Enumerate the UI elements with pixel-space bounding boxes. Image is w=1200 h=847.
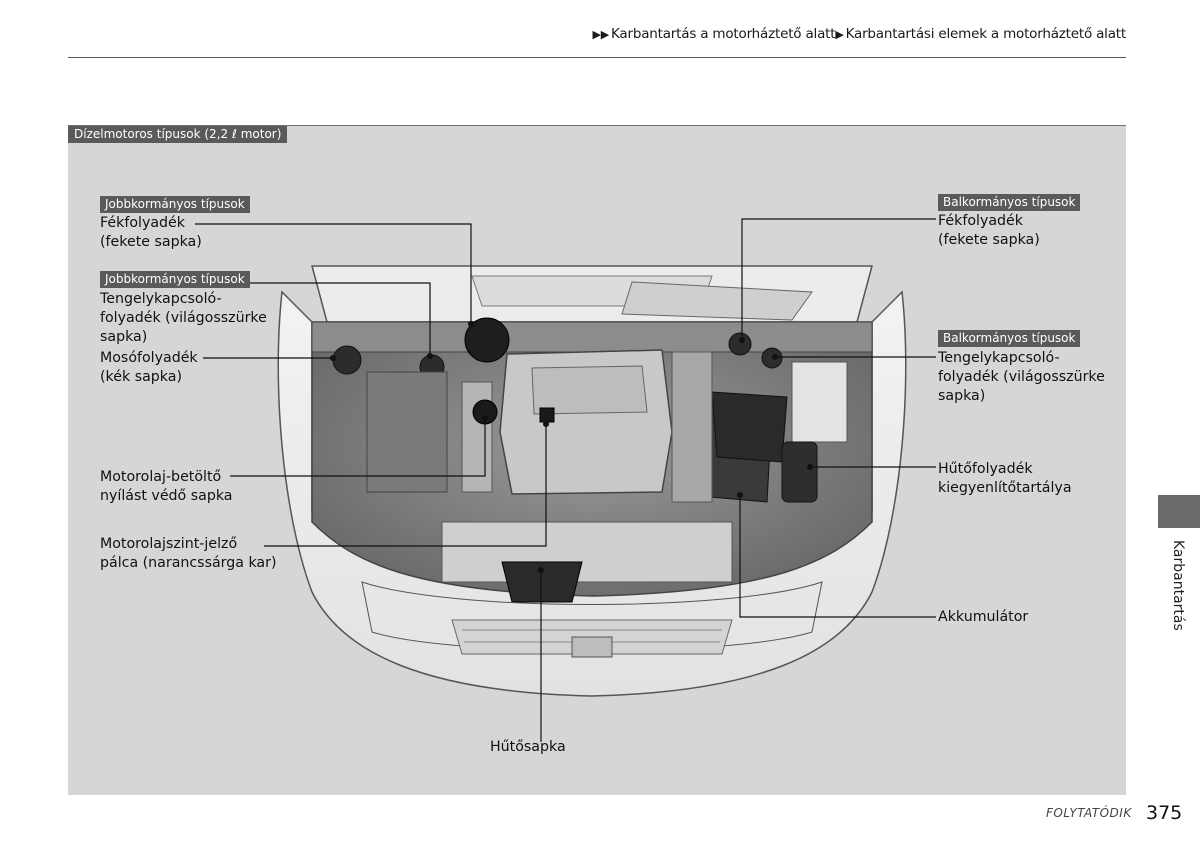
label-battery: Akkumulátor bbox=[938, 609, 1029, 625]
breadcrumb-item-maintenance-under-hood[interactable]: Karbantartás a motorháztető alatt bbox=[611, 26, 836, 42]
header-divider bbox=[68, 57, 1126, 58]
label-coolant-reservoir: Hűtőfolyadék kiegyenlítőtartálya bbox=[938, 460, 1072, 498]
label-line: kiegyenlítőtartálya bbox=[938, 480, 1072, 496]
label-line: Motorolajszint-jelző bbox=[100, 536, 238, 552]
engine-bay-illustration bbox=[277, 265, 907, 697]
label-line: Tengelykapcsoló- bbox=[938, 350, 1060, 366]
label-brake-fluid-left: Fékfolyadék (fekete sapka) bbox=[100, 214, 202, 252]
label-line: (kék sapka) bbox=[100, 369, 182, 385]
breadcrumb-item-maintenance-items[interactable]: Karbantartási elemek a motorháztető alat… bbox=[845, 26, 1127, 42]
label-line: folyadék (világosszürke bbox=[938, 369, 1105, 385]
arrow-right-icon: ▶ bbox=[835, 28, 844, 41]
label-line: Motorolaj-betöltő bbox=[100, 469, 222, 485]
label-clutch-fluid-left: Tengelykapcsoló- folyadék (világosszürke… bbox=[100, 290, 267, 347]
label-line: pálca (narancssárga kar) bbox=[100, 555, 277, 571]
label-line: (fekete sapka) bbox=[100, 234, 202, 250]
label-line: (fekete sapka) bbox=[938, 232, 1040, 248]
label-line: Hűtőfolyadék bbox=[938, 461, 1033, 477]
breadcrumb: ▶▶Karbantartás a motorháztető alatt▶Karb… bbox=[592, 26, 1126, 42]
label-washer-fluid: Mosófolyadék (kék sapka) bbox=[100, 349, 198, 387]
label-line: Fékfolyadék bbox=[100, 215, 185, 231]
continued-label: FOLYTATÓDIK bbox=[1046, 806, 1132, 820]
label-radiator-cap: Hűtősapka bbox=[490, 739, 566, 755]
label-line: sapka) bbox=[938, 388, 986, 404]
tag-rhd-clutch: Jobbkormányos típusok bbox=[100, 271, 250, 288]
label-line: nyílást védő sapka bbox=[100, 488, 233, 504]
panel-title: Dízelmotoros típusok (2,2 ℓ motor) bbox=[68, 126, 288, 143]
double-arrow-icon: ▶▶ bbox=[592, 28, 609, 41]
label-line: Mosófolyadék bbox=[100, 350, 198, 366]
tag-lhd-brake: Balkormányos típusok bbox=[938, 194, 1081, 211]
section-thumb-tab[interactable] bbox=[1158, 495, 1200, 528]
label-clutch-fluid-right: Tengelykapcsoló- folyadék (világosszürke… bbox=[938, 349, 1105, 406]
label-brake-fluid-right: Fékfolyadék (fekete sapka) bbox=[938, 212, 1040, 250]
label-line: Fékfolyadék bbox=[938, 213, 1023, 229]
label-oil-filler-cap: Motorolaj-betöltő nyílást védő sapka bbox=[100, 468, 233, 506]
label-line: sapka) bbox=[100, 329, 148, 345]
label-line: folyadék (világosszürke bbox=[100, 310, 267, 326]
tag-rhd-brake: Jobbkormányos típusok bbox=[100, 196, 250, 213]
tag-lhd-clutch: Balkormányos típusok bbox=[938, 330, 1081, 347]
section-label: Karbantartás bbox=[1170, 540, 1186, 631]
page-number: 375 bbox=[1146, 802, 1183, 824]
label-line: Tengelykapcsoló- bbox=[100, 291, 222, 307]
label-oil-dipstick: Motorolajszint-jelző pálca (narancssárga… bbox=[100, 535, 276, 573]
